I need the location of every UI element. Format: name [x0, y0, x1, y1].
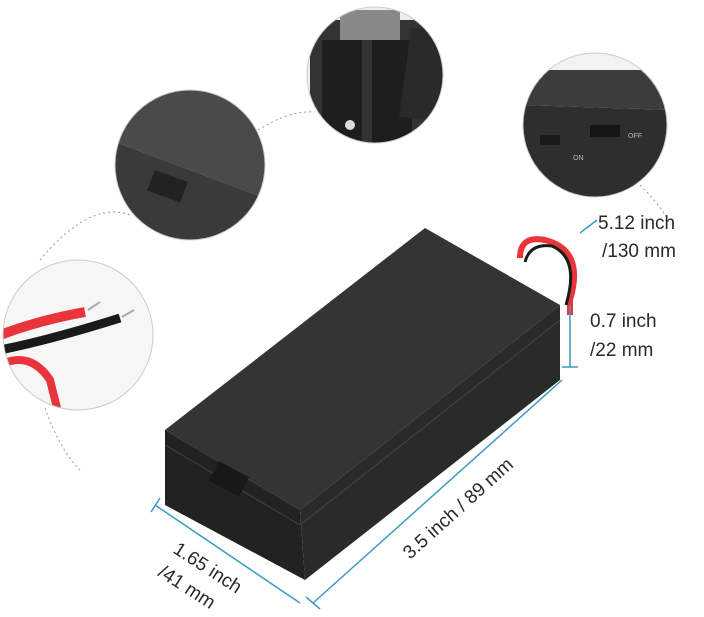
power-switch [590, 125, 620, 137]
red-wire [517, 236, 578, 315]
connector-dotted [39, 211, 131, 261]
height-mm: /22 mm [590, 340, 653, 361]
switch-off-label: OFF [628, 133, 642, 140]
inset-compartment-closeup [306, 6, 444, 144]
inset-wire-ends-closeup [2, 259, 154, 411]
switch-on-label: ON [573, 155, 584, 162]
inset-switch-closeup: ON OFF [522, 52, 668, 198]
battery-holder-case [164, 228, 561, 580]
height-inch: 0.7 inch [590, 311, 657, 332]
black-wire [523, 244, 573, 306]
connector-dotted [44, 407, 81, 471]
lid-latch [208, 461, 250, 497]
dimension-lines [150, 219, 598, 610]
inset-lid-closeup [114, 89, 266, 241]
wire-length-mm: /130 mm [602, 241, 676, 262]
connector-dotted [257, 111, 316, 131]
connector-dotted [639, 184, 671, 226]
wire-length-inch: 5.12 inch [598, 213, 675, 234]
